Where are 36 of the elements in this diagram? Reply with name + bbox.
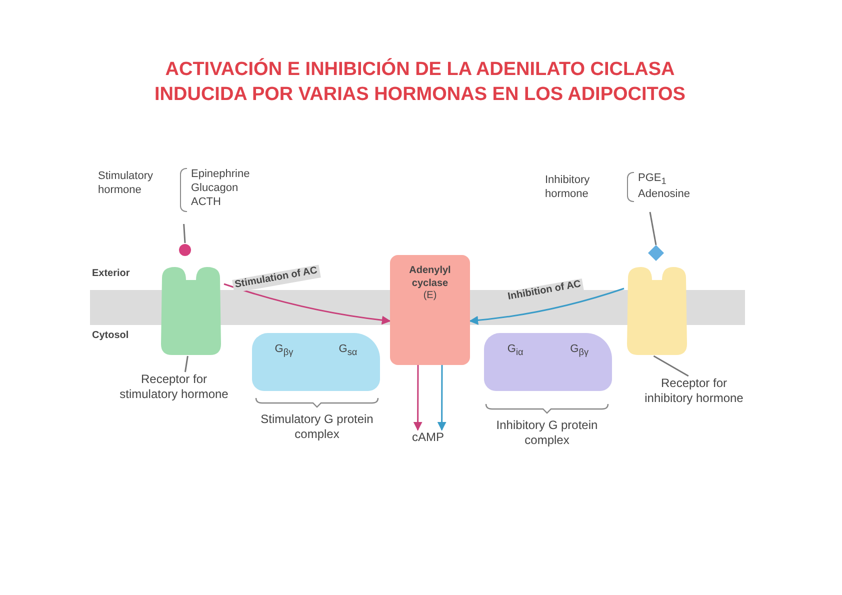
leader-line: [653, 355, 689, 377]
hormone-name: PGE$_{1}$: [638, 172, 668, 188]
group-caption: Stimulatory G protein complex: [260, 412, 374, 442]
leader-line: [649, 212, 657, 246]
region-label: Cytosol: [92, 330, 129, 342]
hormone-name: Epinephrine: [191, 168, 250, 182]
caption-text: Receptor for stimulatory hormone: [118, 372, 230, 402]
hormone-name: Adenosine: [638, 188, 690, 202]
title: ACTIVACIÓN E INHIBICIÓN DE LA ADENILATO CICLASA INDUCIDA POR VARIAS HORMONAS EN LOS ADIPOCITOS: [154, 58, 686, 107]
subunit-label: G$_{iα}$: [507, 343, 524, 359]
hormone-ball: [178, 243, 192, 257]
region-label: Exterior: [92, 268, 130, 280]
subunit-label: G$_{sα}$: [338, 343, 358, 359]
enzyme-box: [390, 255, 470, 365]
hormone-class: Inhibitory hormone: [545, 174, 591, 202]
arrow: [413, 365, 422, 431]
subunit-label: G$_{βγ}$: [274, 343, 294, 359]
arrow: [224, 283, 391, 325]
enzyme-label: Adenylyl cyclase: [408, 265, 452, 290]
hormone-name: ACTH: [191, 196, 222, 210]
g-protein-complex: [252, 333, 380, 391]
receptor-protein: [158, 266, 224, 356]
hormone-diamond: [648, 245, 664, 261]
caption-text: Receptor for inhibitory hormone: [644, 376, 744, 406]
receptor-protein: [624, 266, 690, 356]
enzyme-label: (E): [422, 290, 438, 302]
hormone-name: Glucagon: [191, 182, 240, 196]
group-caption: Inhibitory G protein complex: [495, 418, 599, 448]
subunit-label: G$_{βγ}$: [570, 343, 589, 359]
leader-line: [184, 356, 188, 372]
hormone-class: Stimulatory hormone: [98, 170, 154, 198]
g-protein-complex: [484, 333, 612, 391]
leader-line: [183, 224, 186, 244]
arrow: [469, 288, 624, 325]
caption-text: cAMP: [410, 430, 445, 445]
arrow: [437, 365, 446, 431]
